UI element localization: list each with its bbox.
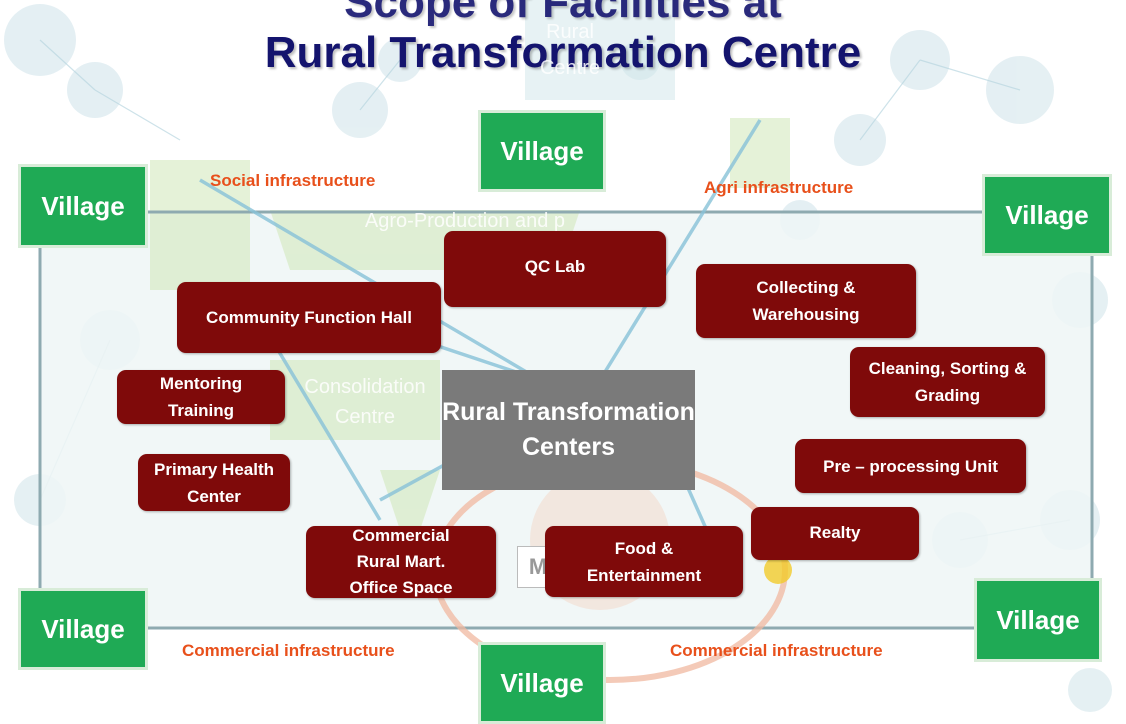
page-title: Rural Transformation Centre xyxy=(264,28,862,77)
rural-transformation-centers-box: Rural Transformation Centers xyxy=(442,370,695,490)
ghost-consolidation-text: Consolidation Centre xyxy=(304,376,426,428)
label-commercial-infrastructure-left: Commercial infrastructure xyxy=(182,641,395,660)
facility-cleaning-sorting-grading: Cleaning, Sorting & Grading xyxy=(850,347,1045,417)
village-bottom-right: Village xyxy=(974,578,1102,662)
facility-food-entertainment: Food & Entertainment xyxy=(545,526,743,597)
facility-mentoring-training: Mentoring Training xyxy=(117,370,285,424)
facility-primary-health-center: Primary Health Center xyxy=(138,454,290,511)
village-bottom-center: Village xyxy=(478,642,606,724)
facility-pre-processing-unit: Pre – processing Unit xyxy=(795,439,1026,493)
label-social-infrastructure: Social infrastructure xyxy=(210,171,376,190)
facility-community-function-hall: Community Function Hall xyxy=(177,282,441,353)
village-top-center: Village xyxy=(478,110,606,192)
village-top-left: Village xyxy=(18,164,148,248)
facility-collecting-warehousing: Collecting & Warehousing xyxy=(696,264,916,338)
village-bottom-left: Village xyxy=(18,588,148,670)
ghost-agro-text: Agro-Production and p xyxy=(364,210,566,232)
ghost-rural-centre: Rural Centre xyxy=(539,21,601,79)
label-agri-infrastructure: Agri infrastructure xyxy=(704,178,854,197)
label-commercial-infrastructure-right: Commercial infrastructure xyxy=(670,641,883,660)
facility-commercial-rural-mart: Commercial Rural Mart. Office Space xyxy=(306,526,496,598)
facility-realty: Realty xyxy=(751,507,919,560)
facility-qc-lab: QC Lab xyxy=(444,231,666,307)
title-top-line: Scope of Facilities at xyxy=(344,0,782,27)
village-top-right: Village xyxy=(982,174,1112,256)
